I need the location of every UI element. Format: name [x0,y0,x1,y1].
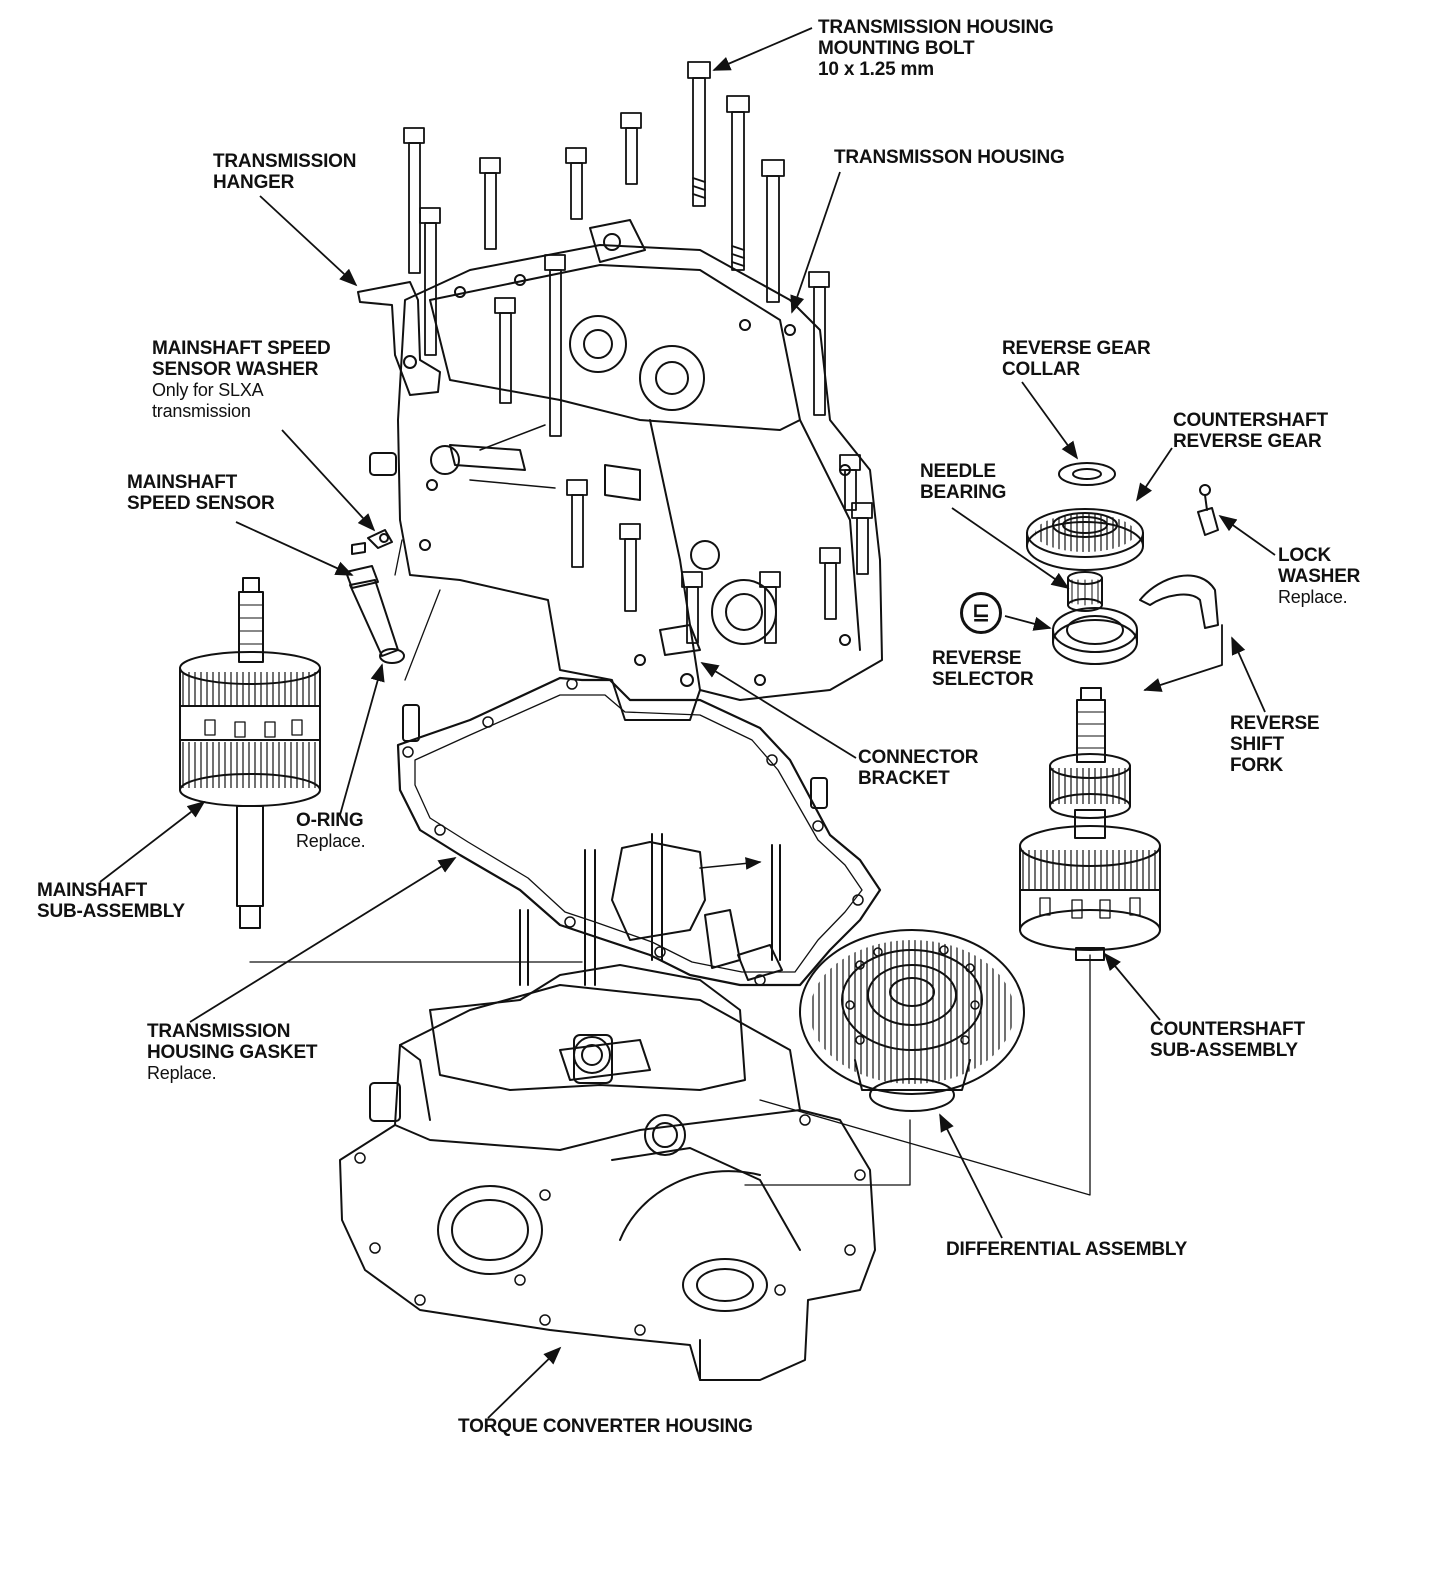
leader-mainshaft-speed-sensor [235,521,354,576]
leader-mainshaft-sub-assembly [99,800,206,883]
label-mainshaft-speed-sensor: MAINSHAFT SPEED SENSOR [127,472,275,514]
leader-transmission-hanger [259,195,358,287]
leader-reverse-selector [1004,615,1052,631]
leader-mounting-bolt [712,27,813,71]
label-needle-bearing: NEEDLE BEARING [920,461,1007,503]
leader-o-ring [339,663,385,816]
label-speed-sensor-washer: MAINSHAFT SPEED SENSOR WASHER Only for S… [152,338,331,421]
leader-reverse-shift-fork [1231,636,1266,713]
mainshaft-drawing [179,577,321,929]
speed-sensor-drawing [345,529,405,664]
label-transmission-housing: TRANSMISSON HOUSING [834,147,1065,168]
label-o-ring: O-RING Replace. [296,810,366,851]
housing-gasket-drawing [396,676,882,987]
transmission-housing-drawing [357,219,883,721]
leader-needle-bearing [951,507,1070,590]
leader-lock-washer [1218,514,1276,556]
label-lock-washer: LOCK WASHER Replace. [1278,545,1361,607]
reverse-selector-symbol-icon: ⊑ [960,592,1002,634]
label-countershaft-sub-assembly: COUNTERSHAFT SUB-ASSEMBLY [1150,1019,1305,1061]
differential-drawing [799,929,1025,1112]
leader-transmission-housing [790,171,841,314]
leader-reverse-gear-collar [1021,381,1079,460]
reverse-gear-drawing [1026,462,1219,665]
countershaft-drawing [1019,687,1161,961]
label-torque-converter-housing: TORQUE CONVERTER HOUSING [458,1416,753,1437]
label-reverse-gear-collar: REVERSE GEAR COLLAR [1002,338,1151,380]
label-differential-assembly: DIFFERENTIAL ASSEMBLY [946,1239,1188,1260]
mounting-bolts [403,61,873,644]
label-mainshaft-sub-assembly: MAINSHAFT SUB-ASSEMBLY [37,880,185,922]
leader-connector-bracket [700,662,857,759]
leader-torque-converter-housing [487,1346,562,1419]
leader-speed-sensor-washer [281,429,376,532]
leader-countershaft-sub-assembly [1103,952,1161,1021]
label-mounting-bolt: TRANSMISSION HOUSING MOUNTING BOLT 10 x … [818,17,1054,80]
leader-countershaft-reverse-gear [1135,447,1173,502]
label-housing-gasket: TRANSMISSION HOUSING GASKET Replace. [147,1021,318,1083]
label-countershaft-reverse-gear: COUNTERSHAFT REVERSE GEAR [1173,410,1328,452]
label-reverse-selector: REVERSE SELECTOR [932,648,1034,690]
label-connector-bracket: CONNECTOR BRACKET [858,747,979,789]
leader-housing-gasket [189,857,457,1023]
label-transmission-hanger: TRANSMISSION HANGER [213,151,357,193]
leader-differential-assembly [939,1113,1003,1239]
label-reverse-shift-fork: REVERSE SHIFT FORK [1230,713,1320,776]
torque-converter-housing-drawing [339,833,876,1381]
